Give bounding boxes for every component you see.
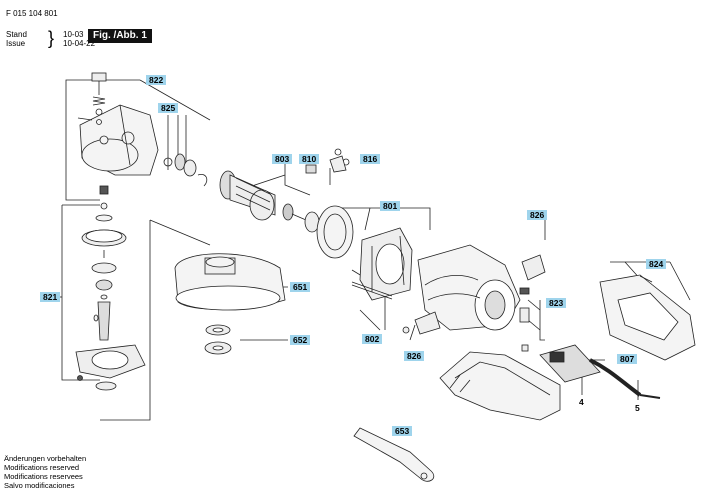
top-screws: [77, 72, 109, 195]
callout-822: 822: [146, 75, 167, 85]
label-4: 4: [579, 397, 584, 407]
tie-rod: [351, 281, 393, 300]
part-number: F 015 104 801: [6, 9, 58, 18]
spanner-wrench: [353, 427, 435, 482]
motor-housing: [417, 244, 521, 331]
callout-810: 810: [299, 154, 320, 164]
figure-label: Fig. /Abb. 1: [88, 29, 152, 43]
brush-parts: [519, 287, 530, 352]
wheel-guard: [174, 253, 286, 311]
callout-807: 807: [617, 354, 638, 364]
label-5: 5: [635, 403, 640, 413]
plate-826-bottom: [402, 311, 441, 335]
footer-line-2: Modifications reserved: [4, 463, 80, 472]
bracket-823: [539, 300, 545, 341]
callout-826-top: 826: [527, 210, 548, 220]
callout-801: 801: [380, 201, 401, 211]
callout-652: 652: [290, 335, 311, 345]
footer-line-1: Änderungen vorbehalten: [4, 454, 87, 463]
fan-ring: [316, 205, 354, 259]
stand-value: 10-03: [63, 30, 84, 39]
callout-823: 823: [546, 298, 567, 308]
stand-label: Stand: [6, 30, 27, 39]
callout-653: 653: [392, 426, 413, 436]
gear-head-housing: [79, 104, 159, 176]
field-coil: [359, 227, 413, 301]
callout-826-bottom: 826: [404, 351, 425, 361]
bracket-821: [61, 205, 100, 381]
armature: [219, 170, 320, 233]
callout-821: 821: [40, 292, 61, 302]
switch-cable: [539, 344, 661, 399]
issue-label: Issue: [6, 39, 26, 48]
footer-line-3: Modifications reservees: [4, 472, 83, 481]
callout-824: 824: [646, 259, 667, 269]
callout-802: 802: [362, 334, 383, 344]
callout-825: 825: [158, 103, 179, 113]
flange-nuts: [204, 324, 232, 355]
brush-holders: [305, 148, 350, 174]
bracket-803: [284, 160, 311, 196]
issue-value: 10-04-22: [63, 39, 96, 48]
callout-803: 803: [272, 154, 293, 164]
bracket-801: [330, 207, 431, 230]
auxiliary-handle: [599, 274, 696, 361]
header-brace: }: [48, 28, 55, 48]
plate-826-top: [521, 254, 546, 281]
spindle-stack: [75, 202, 146, 391]
bracket-651: [100, 220, 151, 421]
callout-816: 816: [360, 154, 381, 164]
bearing-group: [163, 153, 208, 187]
callout-651: 651: [290, 282, 311, 292]
footer-line-4: Salvo modificaciones: [4, 481, 75, 490]
rear-grip: [439, 351, 561, 421]
